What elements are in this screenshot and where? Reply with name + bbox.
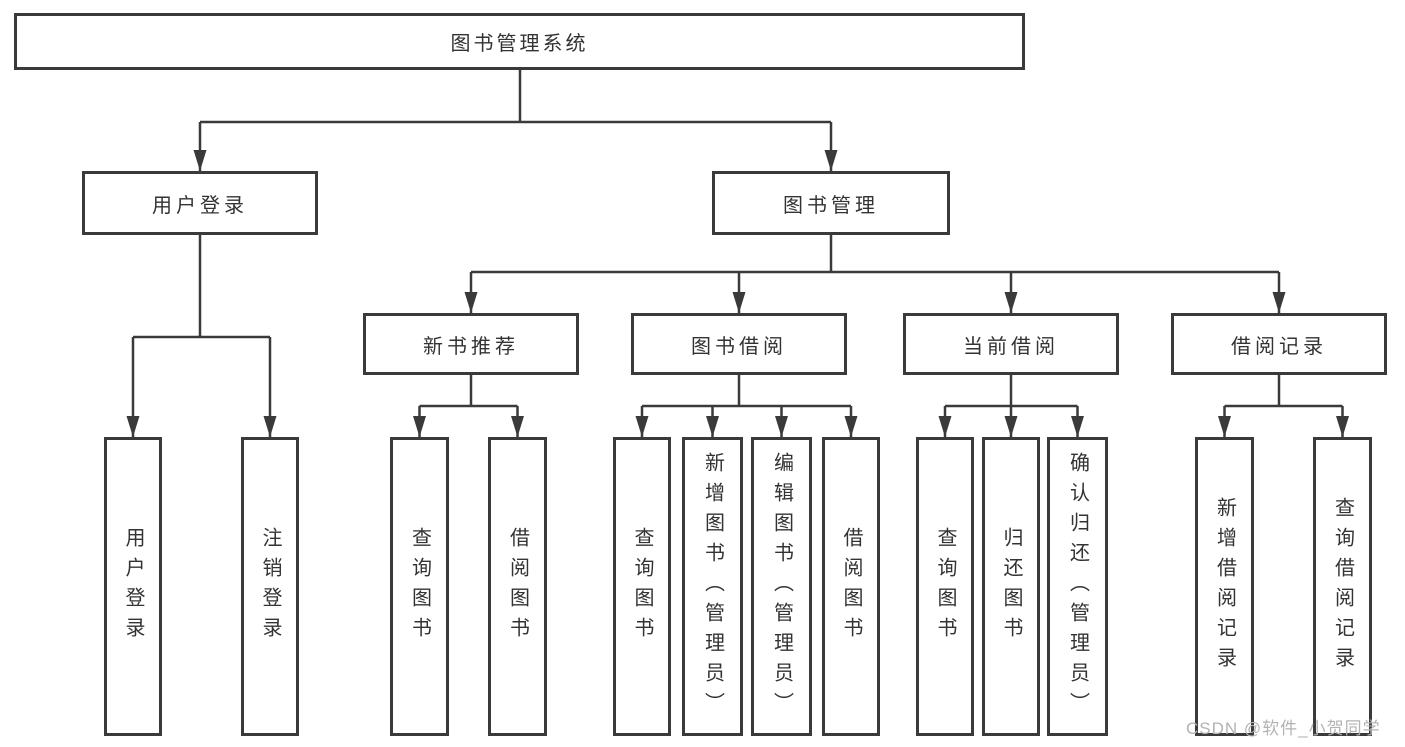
leaf-confirm-return-admin: 确认归还（管理员）: [1047, 437, 1108, 736]
leaf-query-books-current: 查询图书: [916, 437, 974, 736]
node-library-management-system: 图书管理系统: [14, 13, 1025, 70]
leaf-query-borrow-record: 查询借阅记录: [1313, 437, 1372, 736]
leaf-borrow-books-recommend: 借阅图书: [488, 437, 547, 736]
leaf-user-login: 用户登录: [104, 437, 162, 736]
watermark: CSDN @软件_小贺同学: [1186, 719, 1381, 738]
leaf-add-borrow-record: 新增借阅记录: [1195, 437, 1254, 736]
connector-paths: [131, 70, 1344, 437]
leaf-edit-book-admin: 编辑图书（管理员）: [751, 437, 812, 736]
leaf-add-book-admin: 新增图书（管理员）: [682, 437, 743, 736]
node-borrowing-records: 借阅记录: [1171, 313, 1387, 375]
leaf-borrow-books: 借阅图书: [822, 437, 880, 736]
node-book-borrowing: 图书借阅: [631, 313, 847, 375]
leaf-query-books-borrow: 查询图书: [613, 437, 671, 736]
leaf-return-books: 归还图书: [982, 437, 1040, 736]
node-current-borrowing: 当前借阅: [903, 313, 1119, 375]
node-book-management: 图书管理: [712, 171, 950, 235]
leaf-logout: 注销登录: [241, 437, 299, 736]
node-user-login: 用户登录: [82, 171, 318, 235]
node-new-book-recommendation: 新书推荐: [363, 313, 579, 375]
leaf-query-books-recommend: 查询图书: [390, 437, 449, 736]
